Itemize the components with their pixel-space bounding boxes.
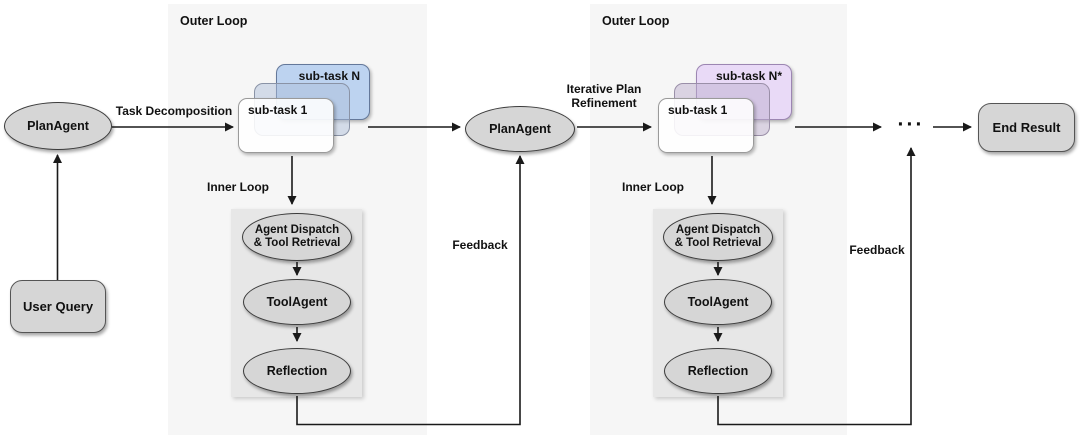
node-tool-agent-2: ToolAgent <box>664 279 772 325</box>
inner-loop-label-2: Inner Loop <box>622 180 684 194</box>
node-end-result: End Result <box>978 103 1075 152</box>
node-user-query-label: User Query <box>22 299 94 314</box>
card-subtask-1-label: sub-task 1 <box>248 103 308 117</box>
outer-loop-label-2: Outer Loop <box>602 14 670 28</box>
outer-loop-label-1: Outer Loop <box>180 14 248 28</box>
node-plan-agent-1: PlanAgent <box>4 102 112 150</box>
refinement-line-2: Refinement <box>571 96 637 110</box>
node-reflection-1: Reflection <box>243 348 351 394</box>
node-reflection-2-label: Reflection <box>687 363 749 378</box>
node-user-query: User Query <box>10 280 106 333</box>
edge-label-iterative-plan-refinement: Iterative Plan Refinement <box>544 82 664 110</box>
card-subtask-1b-label: sub-task 1 <box>668 103 728 117</box>
edge-label-feedback-2: Feedback <box>849 243 905 257</box>
card-subtask-1: sub-task 1 <box>238 98 334 153</box>
node-agent-dispatch-1: Agent Dispatch & Tool Retrieval <box>242 213 352 261</box>
node-agent-dispatch-2-line2: & Tool Retrieval <box>674 237 762 249</box>
card-subtask-n-star-label: sub-task N* <box>715 69 782 83</box>
inner-loop-label-1: Inner Loop <box>207 180 269 194</box>
node-plan-agent-2-label: PlanAgent <box>489 121 551 136</box>
node-end-result-label: End Result <box>992 120 1061 135</box>
node-tool-agent-1-label: ToolAgent <box>266 294 328 309</box>
edge-label-task-decomposition: Task Decomposition <box>115 104 233 118</box>
node-tool-agent-1: ToolAgent <box>243 279 351 325</box>
refinement-line-1: Iterative Plan <box>566 82 642 96</box>
node-tool-agent-2-label: ToolAgent <box>687 294 749 309</box>
card-subtask-n-label: sub-task N <box>298 69 360 83</box>
node-agent-dispatch-1-line2: & Tool Retrieval <box>253 237 341 249</box>
node-plan-agent-2: PlanAgent <box>465 106 575 152</box>
card-subtask-1b: sub-task 1 <box>658 98 754 153</box>
edge-label-feedback-1: Feedback <box>452 238 508 252</box>
node-agent-dispatch-2-line1: Agent Dispatch <box>675 223 761 236</box>
node-agent-dispatch-1-line1: Agent Dispatch <box>254 223 340 236</box>
node-agent-dispatch-2: Agent Dispatch & Tool Retrieval <box>663 213 773 261</box>
node-plan-agent-1-label: PlanAgent <box>27 118 89 133</box>
node-reflection-2: Reflection <box>664 348 772 394</box>
ellipsis-node: ··· <box>897 113 925 136</box>
node-reflection-1-label: Reflection <box>266 363 328 378</box>
